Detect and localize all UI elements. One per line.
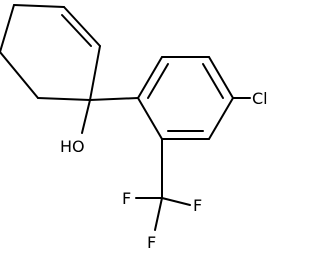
- bond-ar6-ar1: [137, 97, 163, 140]
- fluorine-label-1: F: [122, 189, 131, 208]
- bond-ar1-ar2-inner: [147, 63, 169, 99]
- bond-ar1-ar2: [137, 56, 163, 99]
- bond-cf3-f3: [154, 197, 163, 231]
- bond-c2-c3-double-inner: [61, 14, 92, 47]
- bond-c5-c6: [0, 51, 39, 99]
- chemical-structure-diagram: HO Cl F F F: [0, 4, 268, 252]
- bond-c1-c2: [89, 45, 101, 101]
- bond-c3-c4: [13, 4, 65, 8]
- bond-c1-oh: [81, 99, 91, 134]
- bond-ar4-ar5: [208, 97, 234, 140]
- bond-c2-c3-double: [63, 6, 101, 47]
- bond-ar3-ar4: [208, 56, 234, 99]
- bond-c6-c1: [37, 97, 91, 101]
- cyclohexene-ring: [0, 4, 101, 101]
- fluorine-label-3: F: [147, 233, 156, 252]
- bond-c4-c5: [0, 4, 15, 53]
- bond-cf3-f2: [161, 197, 191, 206]
- chlorine-label: Cl: [252, 89, 268, 108]
- benzene-ring: [137, 56, 234, 140]
- fluorine-label-2: F: [193, 196, 202, 215]
- bond-ar3-ar4-inner: [202, 63, 224, 99]
- bond-c1-aryl: [89, 97, 139, 101]
- hydroxyl-label: HO: [60, 137, 85, 156]
